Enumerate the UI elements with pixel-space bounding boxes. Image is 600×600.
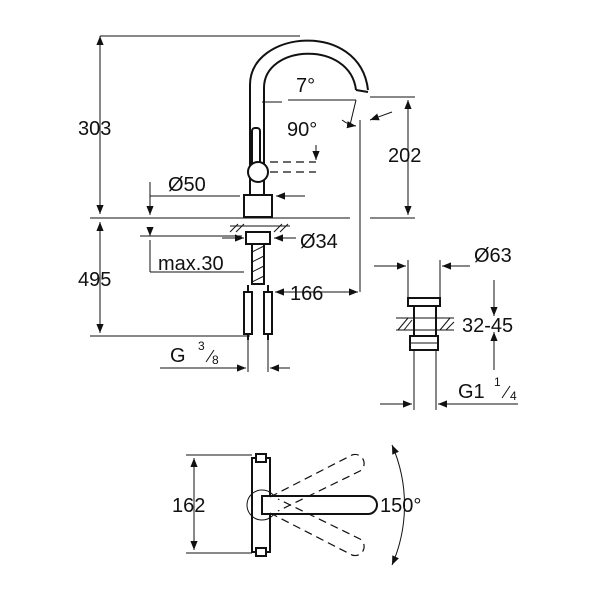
spout: [249, 39, 369, 215]
dim-162: 162: [172, 495, 205, 517]
dim-thread-num: 1: [494, 375, 501, 389]
side-view: 303 495 202 7° 90° Ø50 Ø34 max: [78, 35, 421, 372]
dim-495: 495: [78, 269, 111, 291]
dim-diameter-63: Ø63: [474, 245, 512, 267]
dim-diameter-50: Ø50: [168, 174, 206, 196]
dim-202: 202: [388, 145, 421, 167]
top-view: 150° 162: [172, 444, 421, 566]
angle-90: 90°: [287, 119, 317, 141]
dim-166: 166: [290, 283, 323, 305]
dim-diameter-34: Ø34: [300, 231, 338, 253]
dim-connection-den: 8: [212, 353, 219, 367]
dim-303: 303: [78, 118, 111, 140]
dim-max-30: max.30: [158, 253, 224, 275]
angle-150: 150°: [380, 495, 421, 517]
dim-32-45: 32-45: [462, 315, 513, 337]
dim-thread-g1: G1: [458, 381, 485, 403]
angle-7: 7°: [296, 75, 315, 97]
dim-thread-den: 4: [510, 389, 517, 403]
waste-view: Ø63 32-45 G1 1 4: [374, 245, 518, 410]
dim-connection-g: G: [170, 345, 186, 367]
dim-connection-num: 3: [198, 339, 205, 353]
